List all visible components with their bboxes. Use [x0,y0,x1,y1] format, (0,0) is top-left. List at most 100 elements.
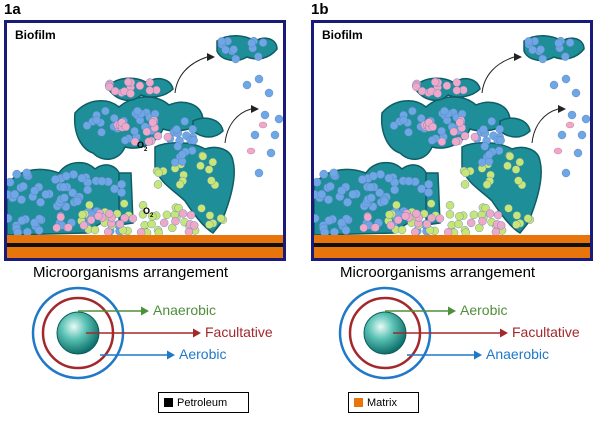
microbe-cell [337,218,346,228]
microbe-cell [397,225,407,235]
microbe-cell [319,169,329,179]
microbe-cell [433,89,442,98]
microbe-cell [145,86,155,95]
layer-label-middle-1b: Facultative [512,324,580,340]
microbe-cell [375,188,385,198]
detached-cell [561,74,571,84]
microbe-cell [493,210,503,220]
microbe-cell [491,227,501,237]
matrix-substrate [314,235,590,243]
layer-label-inner-1a: Anaerobic [153,302,217,318]
microbe-cell [142,127,151,136]
detached-cell [577,130,587,140]
microbe-cell [495,125,504,134]
microbe-cell [171,217,180,226]
biofilm-label: Biofilm [322,28,363,42]
detached-cell [270,130,280,140]
detached-cell [246,147,256,155]
layer-rings-1b [338,286,508,380]
microbe-cell [385,210,394,219]
microbe-cell [97,128,106,137]
microbe-cell [178,209,188,218]
microbe-cell [148,212,157,221]
microbe-cell [121,122,131,132]
microbe-cell [561,52,570,61]
matrix-substrate [7,235,283,243]
microbe-cell [86,215,96,225]
microbe-cell [481,203,490,213]
microbe-cell [427,136,437,145]
microbe-cell [115,219,125,229]
microbe-cell [207,176,216,185]
microbe-cell [22,168,32,178]
microbe-cell [147,219,156,229]
microbe-cell [417,86,427,96]
microbe-cell [341,225,351,235]
microbe-cell [445,201,455,210]
microbe-cell [56,213,65,222]
microbe-cell [172,125,181,134]
microbe-cell [178,150,187,159]
microbe-cell [175,180,185,189]
microbe-cell [554,38,563,48]
microbe-cell [487,117,496,126]
microbe-cell [254,52,263,61]
dispersal-arrow-icon [558,105,566,113]
microbe-cell [229,45,238,54]
microbe-cell [97,176,107,186]
arrangement-title-1b: Microorganisms arrangement [340,264,536,281]
microbe-cell [380,196,389,206]
microbe-cell [148,118,157,127]
microbe-cell [110,86,120,96]
microbe-cell [435,214,445,223]
detached-cell [561,168,571,178]
microbe-cell [247,38,256,48]
microbe-cell [92,115,101,125]
microbe-cell [120,199,129,208]
microbe-cell [61,171,71,181]
microbe-cell [34,225,44,235]
microbe-cell [449,127,458,136]
microbe-cell [30,218,39,228]
microbe-cell [371,223,380,232]
microbe-cell [68,188,78,198]
detached-cell [565,121,575,129]
microbe-cell [64,223,73,232]
legend-petroleum: Petroleum [158,392,249,413]
panel-label-1a: 1a [4,1,21,18]
microbe-cell [188,125,197,134]
microbe-cell [412,82,421,92]
microbe-cell [317,189,327,199]
microbe-cell [314,177,322,187]
microbe-cell [144,137,153,146]
microbe-cell [17,216,27,225]
microbe-cell [477,158,487,167]
microbe-cell [359,223,368,233]
microbe-cell [51,175,60,184]
microbe-cell [198,152,208,161]
microbe-cell [18,182,28,191]
microbe-cell [325,182,335,191]
microbe-cell [78,210,87,219]
microbe-cell [83,185,93,195]
dispersal-arrow-icon [207,53,215,61]
detached-cell [264,88,274,98]
microbe-cell [430,77,440,87]
microbe-cell [386,221,395,230]
arrow-anaerobic-icon [141,306,149,316]
panel-label-1b: 1b [311,1,329,18]
microbe-cell [153,180,163,189]
microbe-cell [427,199,436,208]
microbe-cell [392,200,401,210]
microbe-cell [424,188,434,197]
microbe-cell [494,146,504,155]
microbe-cell [190,221,199,230]
microbe-cell [515,157,525,167]
microbe-cell [538,54,547,64]
matrix-swatch [354,398,363,407]
matrix-blob [192,117,224,138]
microbe-cell [417,114,426,123]
microbe-cell [497,221,506,230]
detached-cell [254,168,264,178]
microbe-cell [399,115,408,125]
